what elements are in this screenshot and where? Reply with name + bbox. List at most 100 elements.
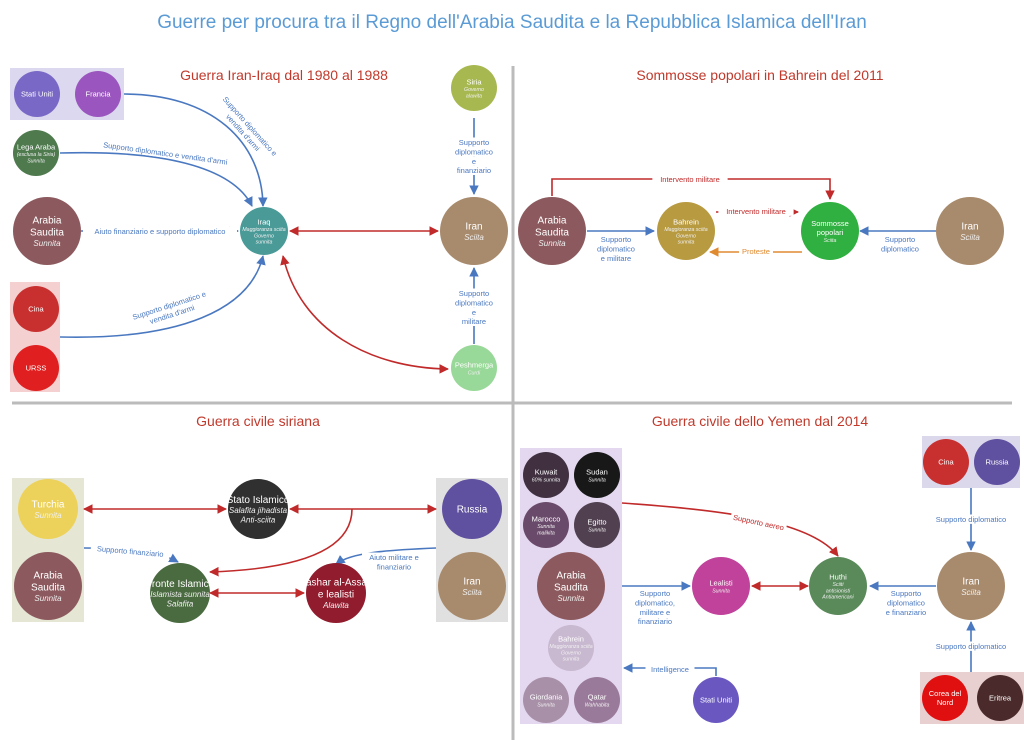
node-circle [14, 552, 82, 620]
node-circle [693, 677, 739, 723]
node-subtitle: Sunnita [588, 527, 606, 533]
node-subtitle: Sciita [961, 588, 981, 597]
section-title-iraq: Guerra Iran-Iraq dal 1980 al 1988 [180, 67, 388, 83]
node-subtitle: Maggioranza sciita [242, 227, 285, 233]
node-circle [451, 345, 497, 391]
node-subtitle: Antiamericani [821, 595, 854, 601]
edge-label-bg [739, 246, 773, 256]
edge-label-text: finanziario [638, 617, 672, 626]
edge-label-bg [470, 307, 478, 317]
edge-label-text: e [472, 157, 476, 166]
node-q4-eritrea: Eritrea [977, 675, 1023, 721]
node-subtitle: (esclusa la Siria) [17, 152, 56, 158]
section-title-yemen: Guerra civile dello Yemen dal 2014 [652, 413, 869, 429]
edge-usa-france-iraq [123, 93, 268, 207]
edge-lega-iraq [59, 151, 253, 207]
node-circle [692, 557, 750, 615]
node-name: Corea del [929, 689, 962, 698]
node-name: Marocco [532, 514, 561, 523]
edge-label-bg [457, 288, 491, 298]
node-subtitle: Governo [676, 233, 696, 239]
edge-label-bg [451, 165, 497, 175]
node-subtitle: Governo [464, 87, 484, 93]
node-circle [574, 677, 620, 723]
group-boxes [10, 68, 1024, 724]
edge-coalition-huthi-air [621, 502, 839, 557]
node-q1-usa: Stati Uniti [14, 71, 60, 117]
edge-iraq-pesh [280, 255, 449, 374]
edge-label-bg [457, 316, 491, 326]
node-subtitle: Maggioranza sciita [549, 644, 592, 650]
edge-label-bg [470, 156, 478, 166]
node-subtitle: 60% sunnita [532, 477, 561, 483]
edge-label-text: e finanziario [886, 608, 926, 617]
node-subtitle: Governo [254, 233, 274, 239]
edge-label-text: militare e [640, 608, 670, 617]
edge-label-bg [634, 607, 676, 617]
node-name: Francia [85, 90, 111, 99]
edge-label-bg [883, 234, 917, 244]
edge-label-text: Supporto [601, 235, 631, 244]
edge-label-bg [729, 511, 788, 533]
edge-label-text: diplomatico, [635, 598, 675, 607]
node-circle [14, 71, 60, 117]
node-name: Bahrein [673, 217, 699, 226]
edge-label-bg [931, 641, 1011, 651]
edge-label-text: diplomatico [881, 244, 919, 253]
edge-label-text: Supporto [885, 235, 915, 244]
node-subtitle: Curdi [468, 370, 481, 376]
edge-label-bg [632, 616, 678, 626]
node-name: Nord [937, 698, 953, 707]
edge-label-q2-prot: Proteste [739, 246, 773, 256]
edge-label-text: Intelligence [651, 665, 689, 674]
node-name: Cina [938, 458, 954, 467]
node-name: Stati Uniti [700, 696, 732, 705]
node-circle [13, 345, 59, 391]
node-name: Arabia [557, 571, 586, 582]
edge-label-text: Proteste [742, 247, 770, 256]
node-subtitle: sunnita [678, 240, 695, 246]
edge-label-bg [143, 301, 201, 328]
node-name: Turchia [32, 500, 65, 511]
section-title-syria: Guerra civile siriana [196, 413, 320, 429]
edge-label-bg [217, 90, 283, 162]
node-name: popolari [817, 228, 844, 237]
node-name: e lealisti [318, 590, 354, 601]
node-circle [537, 552, 605, 620]
edge-label-text: diplomatico [887, 598, 925, 607]
node-circle [574, 502, 620, 548]
edge-label-text: Supporto diplomatico [936, 515, 1006, 524]
node-subtitle: Sunnita [538, 239, 566, 248]
edge-label-text: e militare [601, 254, 631, 263]
edge-label-q1-saudi: Aiuto finanziario e supporto diplomatico [83, 226, 237, 236]
node-name: Stati Uniti [21, 90, 53, 99]
node-subtitle: Sunnita [34, 594, 62, 603]
edge-label-bg [593, 243, 639, 254]
node-circle [518, 197, 586, 265]
node-circle [228, 479, 288, 539]
node-name: Peshmerga [455, 361, 494, 370]
edge-label-bg [94, 138, 237, 168]
edge-label-text: Supporto [459, 138, 489, 147]
